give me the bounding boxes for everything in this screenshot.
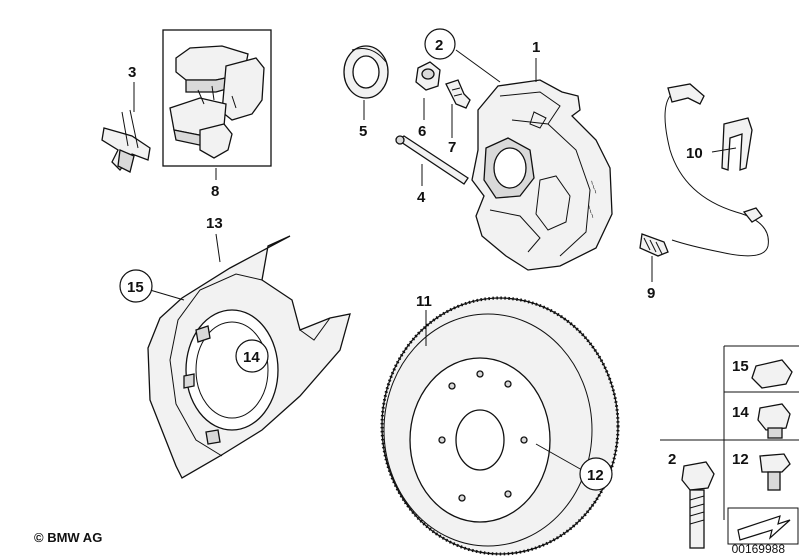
label-circle-14 xyxy=(235,339,269,373)
legend-label-2: 2 xyxy=(668,451,676,468)
document-number: 00169988 xyxy=(731,542,785,556)
label-part-5: 5 xyxy=(359,123,367,140)
label-part-3: 3 xyxy=(128,64,136,81)
label-part-14: 14 xyxy=(243,349,260,366)
label-part-10: 10 xyxy=(686,145,703,162)
label-part-2: 2 xyxy=(435,37,443,54)
label-part-9: 9 xyxy=(647,285,655,302)
label-part-11: 11 xyxy=(416,293,432,310)
label-circle-15 xyxy=(119,269,153,303)
bleed-cap-part xyxy=(415,61,441,91)
brake-caliper-part: ~~~ ~~~ xyxy=(471,79,613,271)
label-part-8: 8 xyxy=(211,183,219,200)
label-part-4: 4 xyxy=(417,189,426,206)
bolt-2-part xyxy=(681,461,715,491)
bleed-screw-part xyxy=(445,79,471,109)
label-circle-12 xyxy=(579,457,613,491)
label-part-15: 15 xyxy=(127,279,144,296)
callouts: 1 2 3 4 5 6 7 8 9 10 11 12 13 14 15 15 1… xyxy=(119,28,749,491)
screw-12-part xyxy=(759,453,791,473)
legend-fastener-box xyxy=(660,345,799,549)
bolt-15-part xyxy=(751,359,793,389)
label-part-6: 6 xyxy=(418,123,426,140)
brake-pad-set-part xyxy=(162,29,272,167)
sensor-clip-part xyxy=(721,117,753,171)
label-part-13: 13 xyxy=(206,215,223,232)
pad-spring-part xyxy=(101,109,151,173)
wear-sensor-part xyxy=(639,83,769,257)
label-part-12: 12 xyxy=(587,467,604,484)
guide-pin-part xyxy=(395,135,469,185)
legend-label-14: 14 xyxy=(732,404,749,421)
brake-disc-part xyxy=(380,296,620,556)
label-circle-2 xyxy=(424,28,456,60)
legend-label-15: 15 xyxy=(732,358,749,375)
label-part-1: 1 xyxy=(532,39,540,56)
leader-lines xyxy=(133,49,737,471)
legend-label-12: 12 xyxy=(732,451,749,468)
copyright-text: © BMW AG xyxy=(34,530,103,545)
label-part-7: 7 xyxy=(448,139,456,156)
caliper-seal-part xyxy=(343,45,389,99)
bolt-14-part xyxy=(757,403,791,431)
